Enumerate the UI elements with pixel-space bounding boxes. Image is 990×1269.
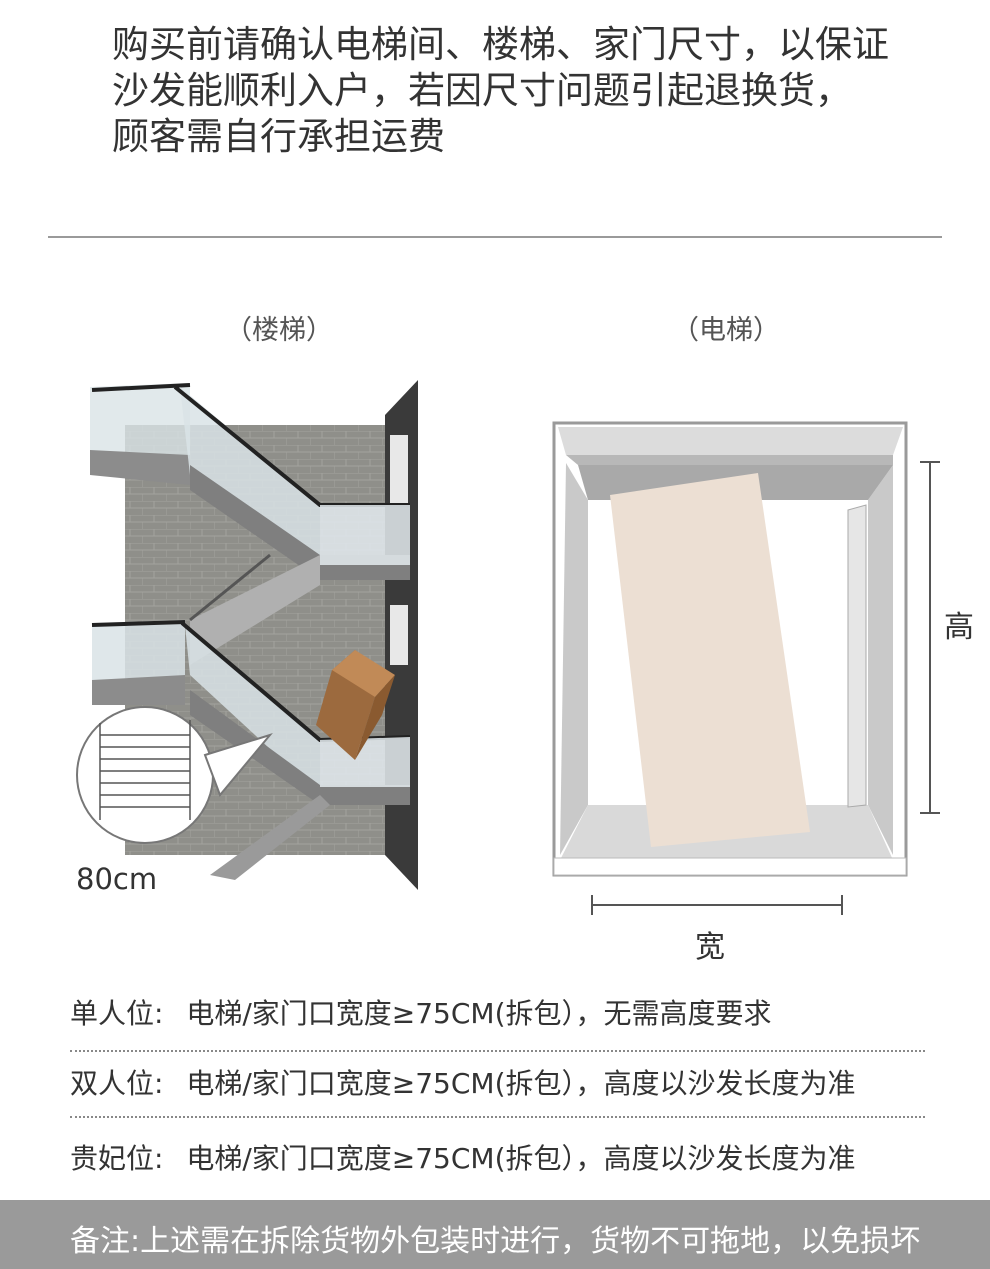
notice-line: 购买前请确认电梯间、楼梯、家门尺寸，以保证	[112, 23, 889, 66]
row-divider	[70, 1050, 925, 1052]
zoom-detail	[76, 706, 273, 844]
elevator-illustration	[552, 421, 940, 915]
row-divider	[70, 1116, 925, 1118]
notice-text: 购买前请确认电梯间、楼梯、家门尺寸，以保证 沙发能顺利入户，若因尺寸问题引起退换…	[112, 22, 932, 160]
footer-note-bar: 备注:上述需在拆除货物外包装时进行，货物不可拖地，以免损坏	[0, 1200, 990, 1269]
requirement-label: 双人位:	[70, 1067, 164, 1100]
footer-note: 备注:上述需在拆除货物外包装时进行，货物不可拖地，以免损坏	[70, 1224, 921, 1259]
elevator-width-label: 宽	[695, 930, 725, 965]
sofa-silhouette	[610, 473, 810, 847]
notice-line: 沙发能顺利入户，若因尺寸问题引起退换货，	[112, 69, 852, 112]
requirement-text: 电梯/家门口宽度≥75CM(拆包），无需高度要求	[186, 997, 772, 1030]
elevator-height-label: 高	[944, 610, 974, 645]
requirement-text: 电梯/家门口宽度≥75CM(拆包），高度以沙发长度为准	[186, 1142, 856, 1175]
section-divider	[48, 236, 942, 238]
requirement-row-chaise: 贵妃位: 电梯/家门口宽度≥75CM(拆包），高度以沙发长度为准	[70, 1137, 930, 1177]
box-icon	[316, 650, 395, 760]
stairs-illustration	[76, 380, 418, 890]
requirement-label: 贵妃位:	[70, 1142, 164, 1175]
requirement-text: 电梯/家门口宽度≥75CM(拆包），高度以沙发长度为准	[186, 1067, 856, 1100]
stairs-caption: （楼梯）	[225, 315, 333, 346]
elevator-caption: （电梯）	[672, 315, 780, 346]
requirement-row-double: 双人位: 电梯/家门口宽度≥75CM(拆包），高度以沙发长度为准	[70, 1062, 930, 1102]
requirement-label: 单人位:	[70, 997, 164, 1030]
stairs-width-label: 80cm	[76, 862, 158, 896]
notice-line: 顾客需自行承担运费	[112, 115, 445, 158]
requirement-row-single: 单人位: 电梯/家门口宽度≥75CM(拆包），无需高度要求	[70, 992, 930, 1032]
